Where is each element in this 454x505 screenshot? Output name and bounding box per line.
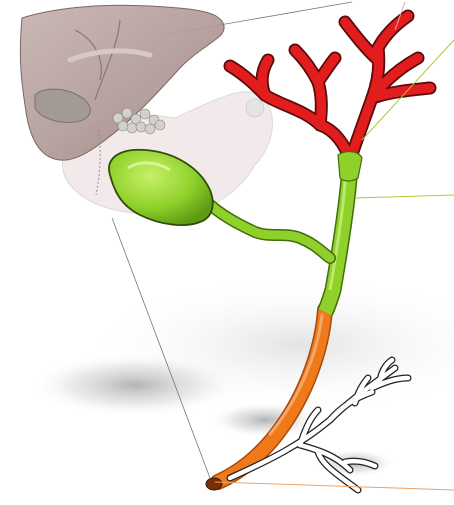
pointer-line-cystic xyxy=(355,195,454,198)
gland-bead xyxy=(246,99,264,117)
cystic-duct xyxy=(205,200,330,258)
duct-opening xyxy=(206,478,222,490)
pointer-line-bile-duct xyxy=(215,482,454,490)
gallbladder-shadow xyxy=(30,353,240,417)
hepatic-junction xyxy=(338,152,362,181)
